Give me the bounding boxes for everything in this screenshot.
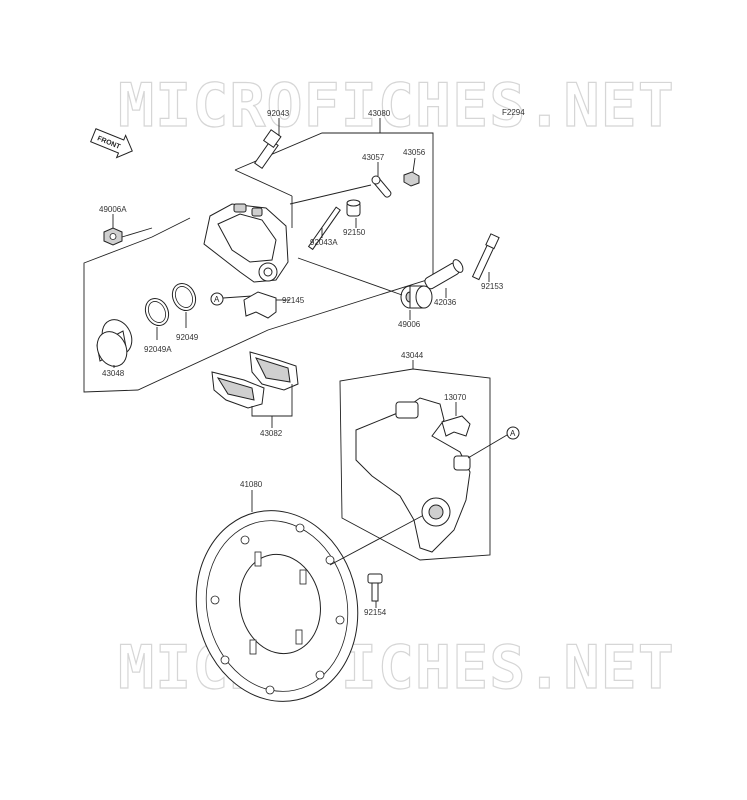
brake-disc-41080: [195, 510, 359, 702]
figure-code: F2294: [502, 108, 525, 117]
label-49006: 49006: [398, 320, 421, 329]
callout-a-marker-lower: A: [506, 426, 520, 440]
bolt-92153: [471, 233, 500, 281]
clip-13070: [441, 415, 471, 437]
cap-92150: [346, 199, 361, 217]
piston-43048: [96, 319, 133, 367]
label-13070: 13070: [444, 393, 467, 402]
bushing-49006: [400, 285, 433, 309]
nut-49006A: [103, 227, 123, 246]
caliper-group-outline: [83, 132, 434, 393]
label-42036: 42036: [434, 298, 457, 307]
brake-pads-43082: [211, 351, 299, 409]
outline-segment: [234, 169, 293, 197]
pin-92043A: [307, 206, 341, 251]
label-92145: 92145: [282, 296, 305, 305]
label-43057: 43057: [362, 153, 385, 162]
seal-92049: [171, 282, 197, 312]
label-92043A: 92043A: [310, 238, 338, 247]
collar-42036: [424, 259, 464, 290]
label-49006A: 49006A: [99, 205, 127, 214]
label-92049A: 92049A: [144, 345, 172, 354]
leader-49006-to-caliper: [297, 257, 403, 296]
svg-text:A: A: [214, 295, 220, 304]
callout-a-marker-upper: A: [210, 292, 224, 306]
bolt-92154: [367, 573, 383, 602]
leader-disc-to-bracket: [329, 515, 423, 566]
label-43056: 43056: [403, 148, 426, 157]
label-92154: 92154: [364, 608, 387, 617]
label-92043: 92043: [267, 109, 290, 118]
leader-link: [289, 184, 372, 205]
leader-callout-a-lower: [467, 434, 508, 459]
label-43080: 43080: [368, 109, 391, 118]
watermark-bottom: MICROFICHES.NET: [118, 633, 675, 703]
link-43057: [371, 175, 392, 198]
seal-92049A: [144, 297, 170, 327]
caliper-body: [203, 203, 289, 283]
label-43082: 43082: [260, 429, 283, 438]
leader-callout-a-upper: [222, 295, 253, 299]
caliper-bracket-43044: [355, 397, 471, 553]
label-43044: 43044: [401, 351, 424, 360]
label-41080: 41080: [240, 480, 263, 489]
leader-43056: [412, 157, 416, 173]
bracket-group-outline: [339, 368, 491, 561]
svg-text:A: A: [510, 429, 516, 438]
bolt-92043: [253, 129, 282, 170]
label-43048: 43048: [102, 369, 125, 378]
leader-49006A-to-caliper: [121, 227, 153, 238]
nut-43056: [403, 171, 420, 187]
watermark-top: MICROFICHES.NET: [118, 71, 675, 141]
spring-92145: [243, 291, 277, 319]
label-92153: 92153: [481, 282, 504, 291]
label-92049: 92049: [176, 333, 199, 342]
label-92150: 92150: [343, 228, 366, 237]
